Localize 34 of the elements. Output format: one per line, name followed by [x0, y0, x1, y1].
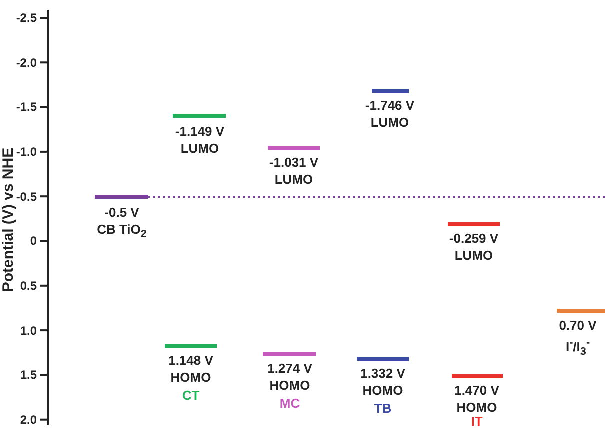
level-label: HOMO — [456, 400, 498, 416]
tick-label: -0.5 — [16, 188, 37, 205]
axis-title: Potential (V) vs NHE — [1, 146, 17, 294]
tick-label: -1.5 — [16, 99, 37, 116]
level-label: -0.259 V — [449, 231, 499, 247]
level-label: HOMO — [270, 378, 310, 394]
dye-label: CT — [182, 388, 200, 404]
dye-label: IT — [471, 414, 483, 429]
level-label: 1.148 V — [168, 353, 214, 369]
level-label: 1.274 V — [268, 361, 312, 377]
level-label: LUMO — [454, 248, 494, 264]
tick-label: -1.0 — [16, 144, 37, 160]
tick-label: -2.0 — [16, 54, 37, 71]
level-label: HOMO — [362, 383, 404, 399]
tick-label: 0.5 — [20, 278, 37, 294]
level-label: -1.149 V — [175, 124, 225, 140]
level-label: 1.470 V — [454, 383, 500, 399]
tick-label: 0 — [30, 233, 37, 250]
level-label: 0.70 V — [559, 318, 597, 334]
level-label: 1.332 V — [360, 366, 406, 382]
tick-label: -2.5 — [16, 10, 37, 26]
level-label: CB TiO$_{2}$ — [97, 222, 147, 243]
dye-label: MC — [280, 396, 300, 412]
level-label: LUMO — [274, 172, 314, 188]
level-label: -1.031 V — [269, 155, 319, 171]
dye-label: TB — [374, 401, 392, 417]
tick-label: 1.5 — [20, 367, 37, 384]
level-label: LUMO — [370, 115, 410, 131]
level-label: -0.5 V — [104, 205, 140, 221]
tick-label: 2.0 — [20, 412, 37, 428]
tick-label: 1.0 — [20, 322, 37, 339]
level-label: HOMO — [170, 370, 212, 386]
level-label: -1.746 V — [365, 98, 415, 114]
level-label: LUMO — [180, 141, 220, 157]
